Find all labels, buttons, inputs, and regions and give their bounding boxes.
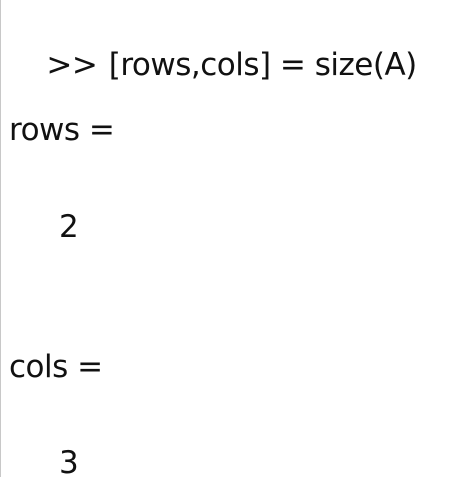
output-cols-label: cols =	[9, 349, 103, 385]
command-text: [rows,cols] = size(A)	[99, 47, 418, 83]
prompt-symbol: >>	[46, 47, 98, 83]
output-cols-value: 3	[59, 445, 79, 481]
command-line[interactable]: >> [rows,cols] = size(A)	[9, 19, 417, 112]
output-rows-label: rows =	[9, 112, 115, 148]
output-rows-value: 2	[59, 209, 79, 245]
